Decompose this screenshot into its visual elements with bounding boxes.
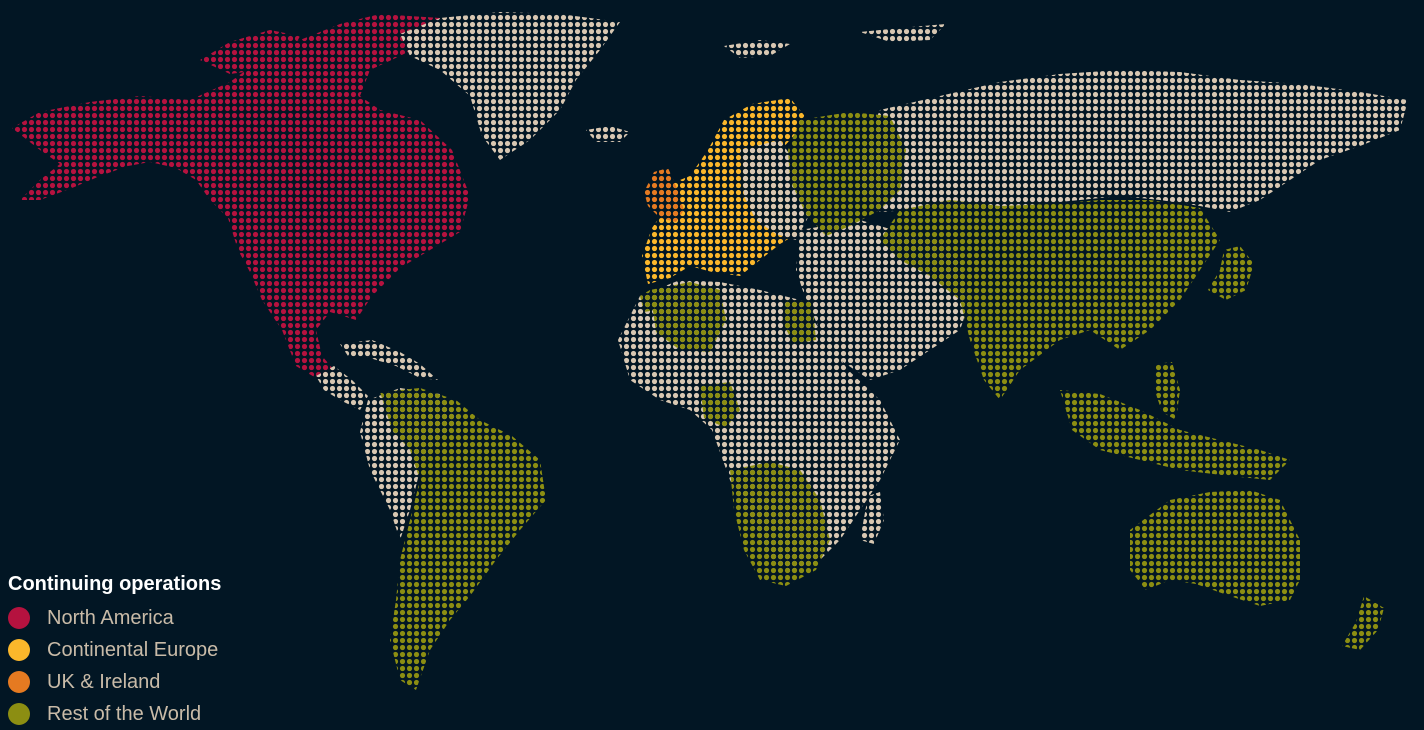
region-europe [642,98,812,284]
legend-label: Continental Europe [47,639,219,661]
land-southern-africa-row [730,462,830,586]
legend-item-rest-of-world: Rest of the World [8,698,348,730]
land-north-africa-row [650,282,726,352]
region-south-america [360,388,546,690]
land-new-zealand-row [1342,596,1384,650]
land-eastern-europe-row [788,112,906,236]
legend-label: Rest of the World [47,703,202,725]
land-caribbean [340,340,438,380]
land-philippines-row [1154,362,1180,420]
land-uk-ireland [644,168,684,222]
land-south-america-row [380,388,546,690]
legend-swatch-continental-europe [8,639,30,661]
legend-title: Continuing operations [8,573,222,595]
land-russia [858,70,1408,212]
land-africa [618,280,900,572]
region-north-america [12,14,470,378]
land-madagascar [860,492,884,544]
land-asia-row [880,200,1220,400]
region-rest-of-world [640,112,1384,650]
legend-swatch-rest-of-world [8,703,30,725]
land-central-america [316,366,368,410]
land-australia-row [1130,490,1300,606]
land-arctic-islands [200,30,300,74]
legend-label: UK & Ireland [47,671,161,693]
legend-item-uk-ireland: UK & Ireland [8,666,348,698]
legend-item-continental-europe: Continental Europe [8,634,348,666]
legend-item-north-america: North America [8,602,348,634]
land-japan-row [1208,246,1254,300]
land-arctic-russia-islands [860,24,946,42]
map-legend: Continuing operations North America Cont… [8,572,348,730]
land-iberia-row-mix [640,290,656,312]
land-middle-east-row [782,300,816,344]
land-central-africa-row [700,382,740,428]
legend-label: North America [47,607,174,629]
land-north-america [12,14,470,378]
land-southeast-asia-row [1060,390,1290,480]
land-greenland [400,12,620,160]
land-iceland [586,126,630,142]
land-svalbard [724,40,790,58]
legend-swatch-uk-ireland [8,671,30,693]
legend-swatch-north-america [8,607,30,629]
